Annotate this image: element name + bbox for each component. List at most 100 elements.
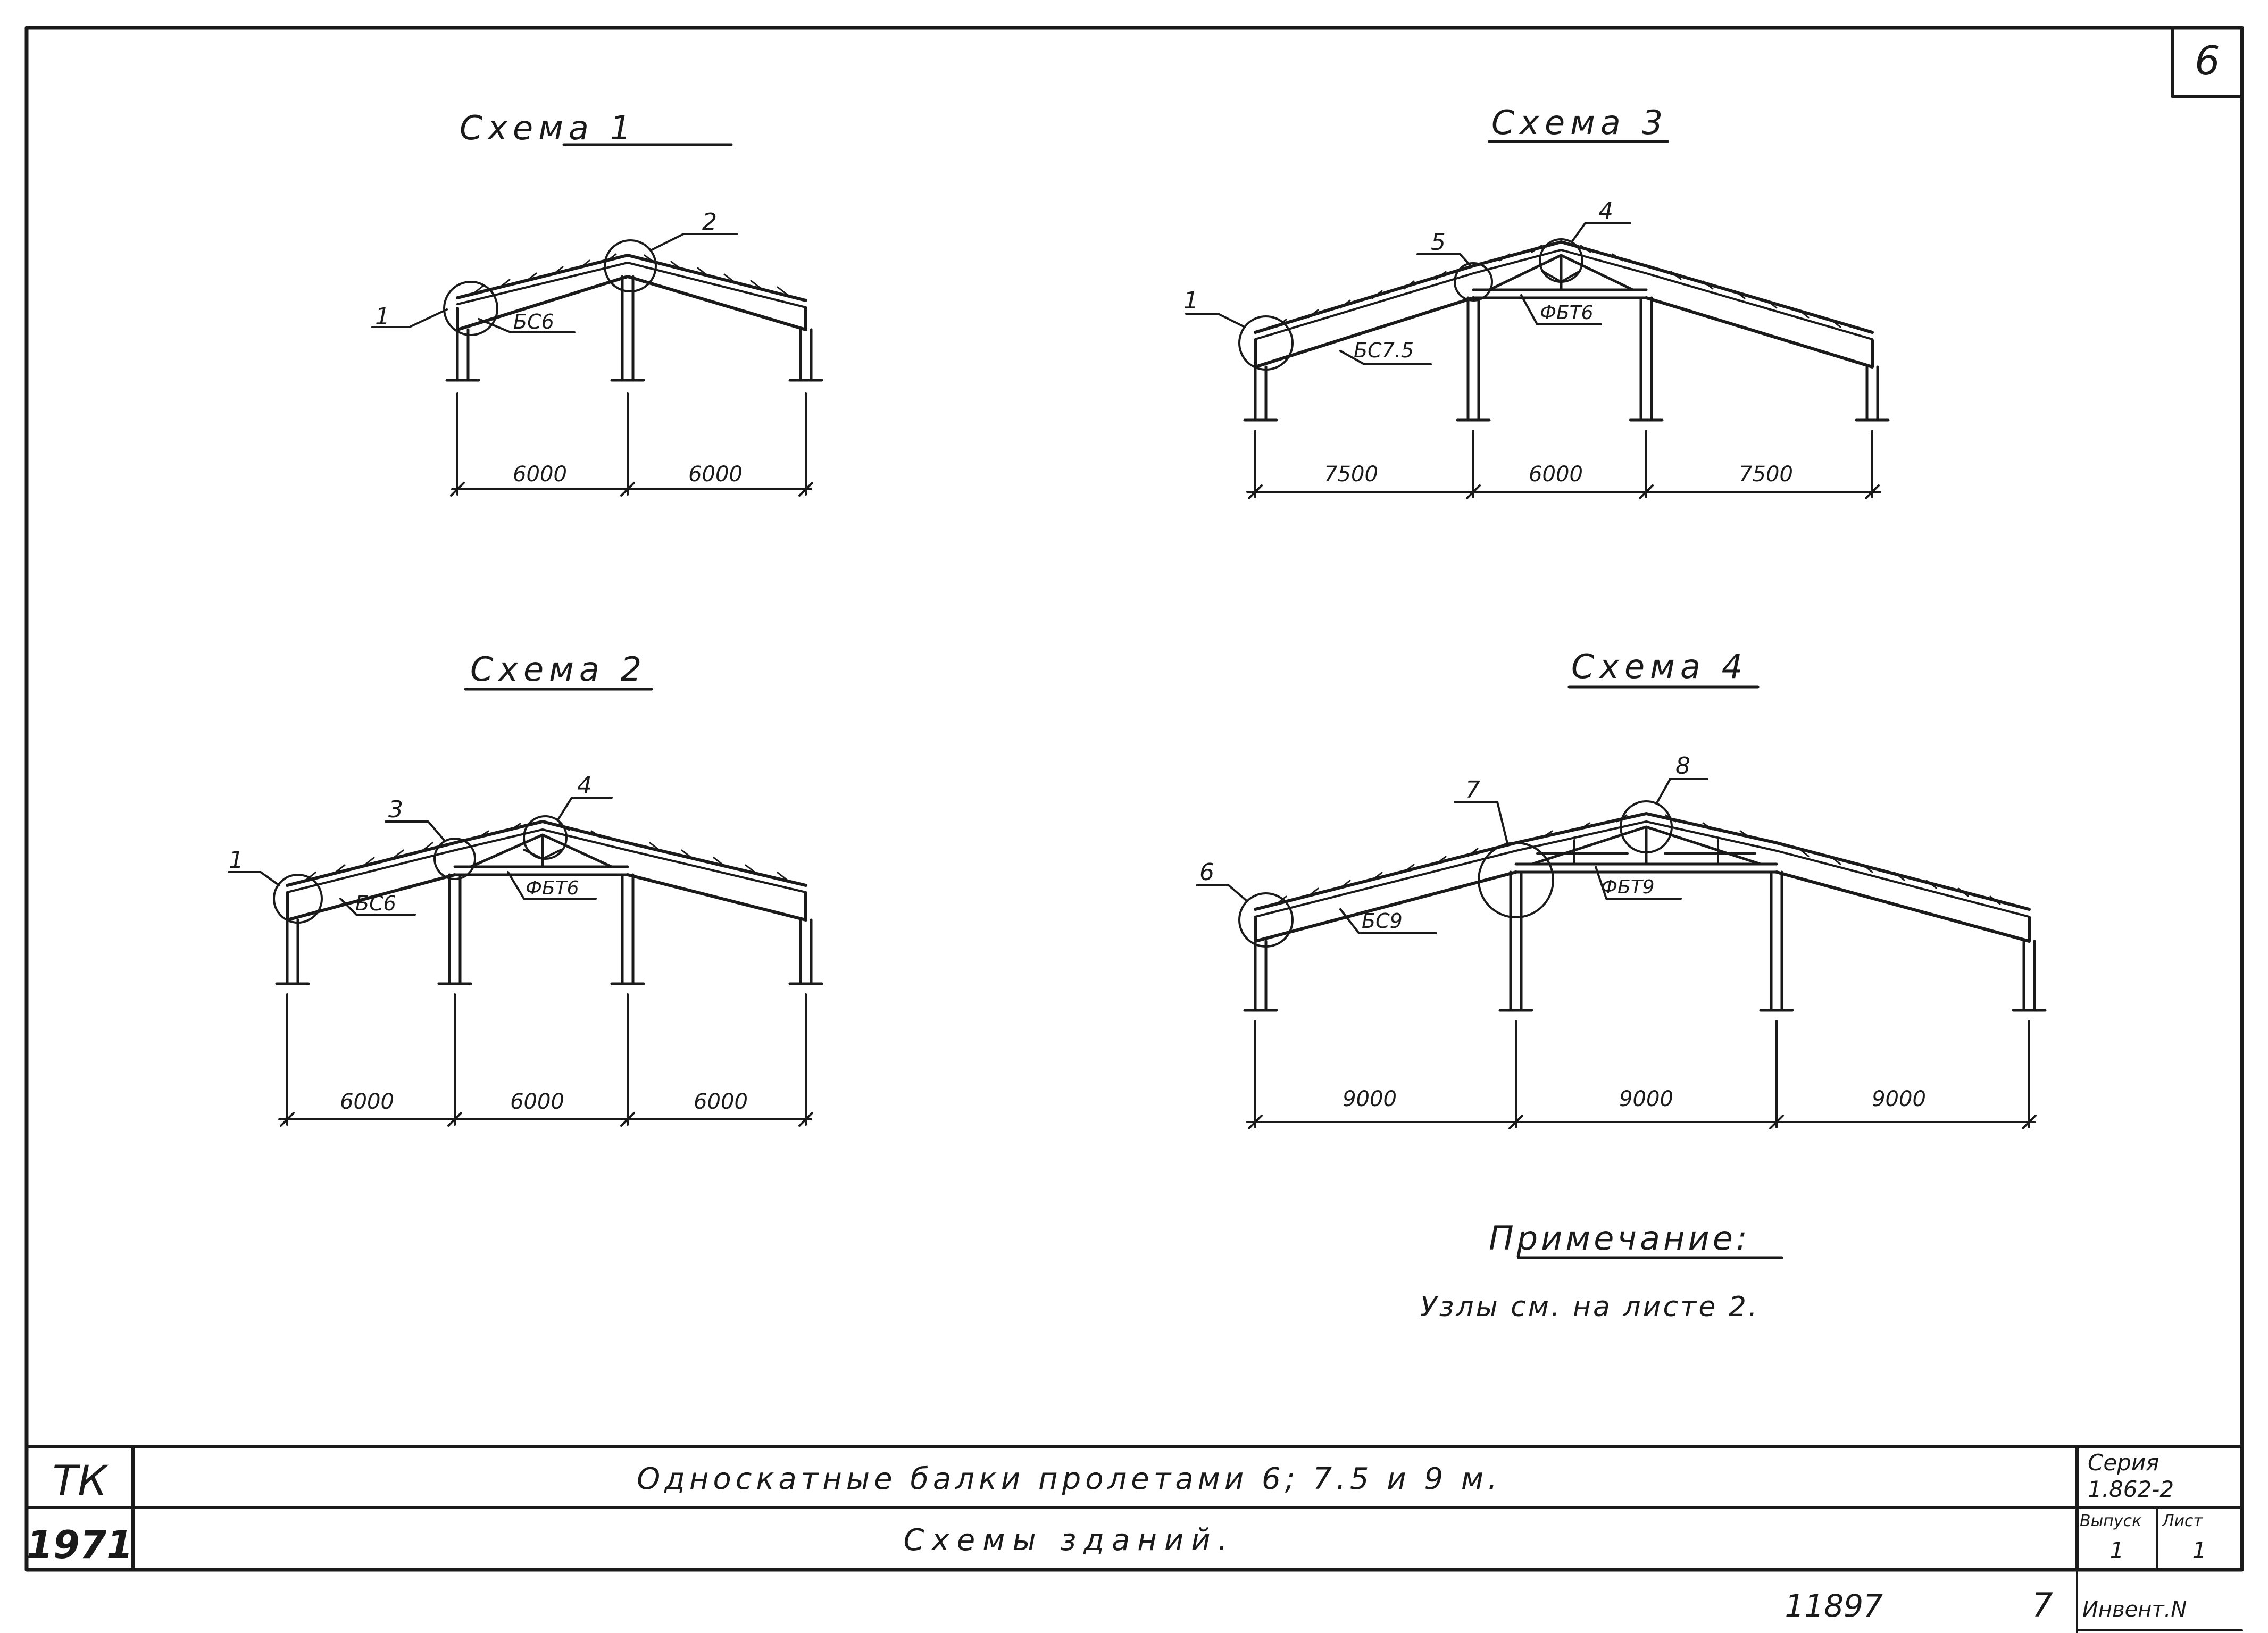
org-code: ТК	[52, 1458, 109, 1505]
span-label-2: 6000	[688, 462, 743, 487]
column-1	[1243, 940, 1278, 1012]
column-2	[1456, 296, 1491, 422]
node-circle-7	[1478, 842, 1554, 918]
dimension-lines	[1246, 430, 1881, 498]
beam-label: БС6	[355, 892, 396, 915]
truss-middle	[453, 833, 629, 876]
column-right	[788, 328, 823, 382]
node-label-1: 1	[375, 303, 390, 330]
year: 1971	[27, 1522, 133, 1567]
span-label-1: 6000	[340, 1090, 394, 1114]
truss-middle	[1472, 254, 1648, 299]
scheme-4: Схема 4 6 7 8 БС9	[1196, 647, 2047, 1129]
node-circle-6	[1238, 892, 1294, 948]
leader-node-7	[1454, 801, 1509, 847]
node-circle-3	[433, 838, 476, 880]
dimension-ticks	[450, 482, 813, 497]
node-circle-1	[443, 281, 498, 336]
span-label-3: 6000	[694, 1090, 748, 1114]
truss-label: ФБТ6	[1540, 302, 1594, 324]
node-label-4: 4	[1598, 198, 1613, 225]
span-label-1: 6000	[513, 462, 567, 487]
scheme-2-title: Схема 2	[470, 650, 647, 689]
roof-ribs	[1275, 245, 1841, 328]
beam-right	[1775, 870, 2031, 943]
inventory-cell	[2076, 1569, 2243, 1633]
leader-node-3	[385, 820, 445, 841]
leader-node-1	[1185, 313, 1246, 328]
node-circle-1	[273, 874, 323, 924]
roof-outline	[456, 254, 807, 302]
dimension-ticks	[1248, 484, 1880, 499]
leader-node-5	[1416, 253, 1472, 267]
dimension-lines	[1246, 1020, 2036, 1128]
column-3	[1629, 296, 1664, 422]
truss-label: ФБТ6	[526, 877, 579, 899]
node-label-5: 5	[1431, 229, 1446, 256]
beam-right	[626, 873, 807, 922]
span-label-2: 6000	[1529, 462, 1583, 487]
scheme-4-frame	[1196, 778, 2047, 1129]
node-label-4: 4	[577, 772, 592, 799]
note-text: Узлы см. на листе 2.	[1420, 1291, 1759, 1323]
series-value: 1.862-2	[2088, 1476, 2174, 1502]
leader-node-1	[228, 871, 280, 886]
truss-middle	[1514, 825, 1778, 874]
title-sub: Схемы зданий.	[904, 1523, 1235, 1557]
leader-beam	[1339, 350, 1432, 365]
dimension-ticks	[280, 1112, 813, 1127]
scheme-3-title: Схема 3	[1491, 103, 1668, 142]
roof-outline	[286, 820, 807, 887]
leader-node-8	[1656, 778, 1708, 804]
roof-ribs	[1275, 814, 2001, 905]
leader-node-1	[371, 308, 448, 328]
column-left	[445, 328, 480, 382]
dimension-ticks	[1248, 1115, 2037, 1129]
sheet-value: 1	[2192, 1537, 2207, 1563]
node-circle-1	[1238, 315, 1294, 371]
column-2	[437, 873, 472, 985]
column-1	[1243, 365, 1278, 422]
span-label-2: 6000	[510, 1090, 564, 1114]
column-2	[1498, 870, 1533, 1012]
dimension-lines	[278, 993, 812, 1126]
scheme-3: Схема 3 1 5	[1183, 103, 1890, 499]
sheet-frame	[24, 26, 2244, 1572]
truss-panels	[1536, 839, 1756, 865]
issue-label: Выпуск	[2080, 1512, 2141, 1530]
scheme-2: Схема 2 1 3 4 БС6	[228, 650, 823, 1127]
leader-node-4	[1571, 222, 1631, 243]
leader-truss	[507, 871, 597, 900]
beam-right	[1645, 296, 1874, 369]
leader-truss	[1520, 294, 1602, 325]
title-block-subgrid	[2076, 1506, 2243, 1571]
node-circle-5	[1454, 262, 1493, 302]
scheme-2-frame	[228, 797, 823, 1127]
column-middle	[610, 275, 645, 382]
leader-beam	[339, 898, 416, 916]
column-3	[610, 873, 645, 985]
roof-slab-line	[286, 828, 807, 893]
node-label-7: 7	[1465, 776, 1480, 803]
node-label-1: 1	[229, 847, 244, 874]
scheme-1: Схема 1 1 2 БС6 6000	[371, 108, 823, 497]
roof-outline	[1254, 812, 2031, 911]
title-block: ТК 1971 Односкатные балки пролетами 6; 7…	[25, 1445, 2244, 1633]
beam-label: БС6	[513, 310, 554, 333]
column-4	[788, 918, 823, 985]
footer-digit: 7	[2032, 1586, 2053, 1624]
node-circle-4	[523, 815, 568, 860]
title-main: Односкатные балки пролетами 6; 7.5 и 9 м…	[637, 1462, 1502, 1496]
sheet-number-box	[2171, 26, 2244, 98]
footer-number: 11897	[1785, 1588, 1883, 1624]
beam-label: БС7.5	[1354, 339, 1414, 362]
scheme-1-title: Схема 1	[460, 108, 636, 147]
beam-label: БС9	[1362, 909, 1403, 933]
column-1	[275, 918, 310, 985]
scheme-1-frame	[371, 233, 823, 497]
column-4	[2012, 940, 2047, 1012]
span-label-1: 9000	[1343, 1087, 1397, 1111]
node-circle-4	[1539, 238, 1583, 283]
roof-slab-line	[1254, 820, 2030, 918]
